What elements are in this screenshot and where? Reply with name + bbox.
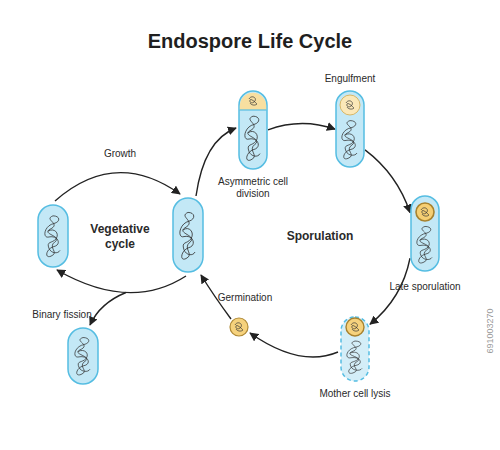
spore-chromosome [235, 323, 243, 331]
cell-outline [335, 90, 365, 168]
cell-node: Asymmetric cell division [238, 90, 268, 170]
diagram-title: Endospore Life Cycle [0, 30, 500, 53]
vegetative-cell [38, 205, 68, 267]
mature-spore [346, 318, 364, 336]
lysing-cell-wall [341, 317, 369, 381]
cell-outline [410, 195, 440, 272]
fission-branch-arrow [90, 293, 126, 326]
chromosome [417, 226, 432, 263]
cell-wall [173, 198, 203, 272]
chromosome [347, 341, 362, 373]
daughter-cell [68, 328, 98, 384]
forespore-chromosome [346, 101, 354, 109]
stage-caption: Asymmetric cell division [213, 176, 293, 200]
maturing-spore [416, 203, 434, 221]
forespore-compartment [240, 93, 266, 110]
chromosome [45, 216, 60, 257]
chromosome [75, 338, 90, 375]
chromosome [342, 121, 357, 159]
cell-wall [336, 91, 364, 167]
stock-id-watermark: 691003270 [484, 296, 496, 366]
free-spore [230, 318, 248, 336]
cell-wall [411, 196, 439, 271]
engulfed-forespore [340, 95, 360, 115]
cell-node: Engulfment [335, 90, 365, 168]
forespore-chromosome [249, 97, 257, 105]
spore-chromosome [421, 208, 429, 216]
step-label: Binary fission [22, 309, 102, 321]
spore-chromosome [351, 323, 359, 331]
cell-node: Late sporulation [410, 195, 440, 272]
stage-caption: Mother cell lysis [305, 388, 405, 400]
release-arrow [250, 333, 338, 357]
cycle-label: Vegetative cycle [80, 222, 160, 252]
cell-wall [38, 205, 68, 267]
septum [240, 109, 267, 110]
step-label: Germination [212, 292, 278, 304]
stage-arrow [365, 150, 410, 213]
spore-coat [230, 318, 248, 336]
chromosome [180, 212, 195, 259]
cycle-label: Sporulation [275, 229, 365, 244]
growth-arrow [55, 173, 180, 201]
stage-caption: Late sporulation [375, 281, 475, 293]
fission-arrow [57, 270, 186, 293]
cell-outline [340, 316, 370, 382]
cell-wall [239, 91, 267, 169]
cell-outline [238, 90, 268, 170]
chromosome [245, 116, 260, 160]
cell-node: Mother cell lysis [340, 316, 370, 382]
stage-caption: Engulfment [310, 73, 390, 85]
step-label: Growth [95, 148, 145, 160]
cell-wall [68, 328, 98, 384]
vegetative-cell [173, 198, 203, 272]
stage-arrow [268, 123, 335, 129]
